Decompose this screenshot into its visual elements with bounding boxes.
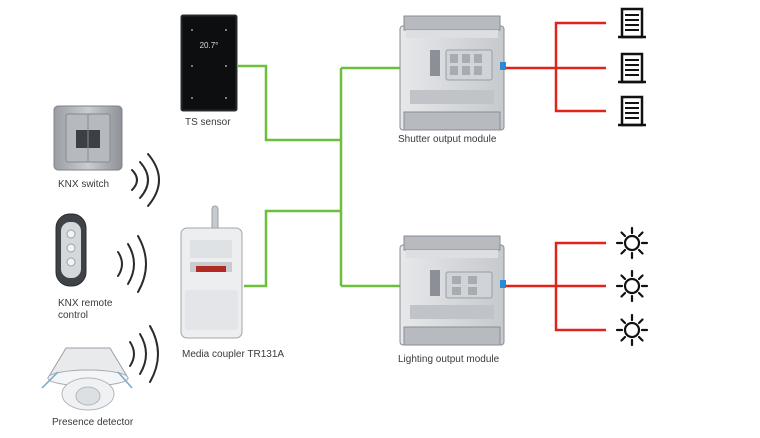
knx-remote-label: KNX remote control [58,298,128,322]
lamp-icon [615,313,649,347]
media-coupler-label: Media coupler TR131A [182,349,285,360]
lamp-icon-group [615,226,649,347]
shutter-output-module-label: Shutter output module [398,134,497,145]
bus-line-coupler [244,209,341,288]
ts-sensor-temp-display: 20.7° [200,41,219,50]
signal-waves [117,153,160,383]
ts-sensor-label: TS sensor [185,117,231,128]
bus-line-ts-sensor [238,64,341,142]
presence-detector-device [41,347,133,411]
bus-lines [238,64,400,288]
signal-wave-presence [129,325,159,383]
lamp-icon [615,269,649,303]
lighting-output-module-device [399,235,506,346]
media-coupler-device [180,205,243,339]
knx-remote-label-line2: control [58,310,89,321]
signal-wave-knx-remote [117,235,147,293]
lamp-icon [615,226,649,260]
lighting-output-module-label: Lighting output module [398,354,500,365]
shutter-icon [618,7,646,39]
shutter-icon-group [618,7,646,127]
shutter-icon [618,95,646,127]
knx-remote-label-line1: KNX remote [58,298,113,309]
presence-detector-label: Presence detector [52,417,134,428]
signal-wave-knx-switch [131,153,160,207]
shutter-icon [618,52,646,84]
knx-switch-device [53,105,123,171]
ts-sensor-device [180,14,238,112]
knx-remote-device [55,213,87,287]
output-lines [504,21,606,332]
shutter-output-module-device [399,15,506,131]
knx-switch-label: KNX switch [58,179,110,190]
